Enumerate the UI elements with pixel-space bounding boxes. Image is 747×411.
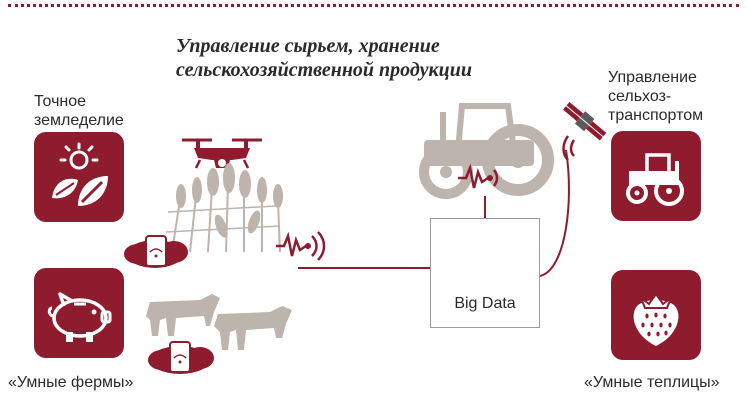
diagram-title: Управление сырьем, хранение сельскохозяй…: [176, 34, 536, 82]
tile-smart-greenhouses: [611, 270, 701, 360]
wheat-icon: [165, 163, 283, 253]
label-transport-line-1: Управление: [608, 69, 697, 86]
top-dotted-border: [8, 4, 739, 7]
label-smart-greenhouses: «Умные теплицы»: [584, 374, 720, 391]
cow-icon: [146, 294, 292, 350]
tile-transport-management: [611, 131, 701, 221]
big-data-box: Big Data: [430, 218, 540, 328]
label-transport-management: Управление сельхоз- транспортом: [608, 68, 703, 125]
tile-precision-farming: [34, 132, 124, 222]
satellite-icon: [563, 101, 607, 141]
sun-leaf-icon: [52, 142, 108, 206]
label-smart-farms: «Умные фермы»: [8, 374, 134, 391]
strawberry-icon: [633, 292, 679, 346]
big-data-label: Big Data: [454, 295, 516, 312]
tablet-cloud-icon: [124, 235, 188, 268]
signal-pulse-tractor: [458, 163, 499, 189]
tractor-icon: [626, 153, 684, 206]
title-line-2: сельскохозяйственной продукции: [176, 59, 472, 81]
tile-smart-farms: [34, 268, 124, 358]
label-transport-line-2: сельхоз-: [608, 88, 672, 105]
signal-pulse-field: [276, 231, 326, 261]
satellite-signal: [562, 135, 576, 161]
label-precision-line-2: земледелие: [34, 112, 124, 129]
title-line-1: Управление сырьем, хранение: [176, 35, 440, 57]
piggy-bank-icon: [47, 292, 112, 342]
label-transport-line-3: транспортом: [608, 107, 704, 124]
tablet-cloud-icon-lower: [148, 341, 214, 374]
label-precision-line-1: Точное: [34, 93, 87, 110]
drone-icon: [182, 138, 262, 169]
label-precision-farming: Точное земледелие: [34, 92, 124, 130]
connection-lines: [298, 149, 570, 277]
